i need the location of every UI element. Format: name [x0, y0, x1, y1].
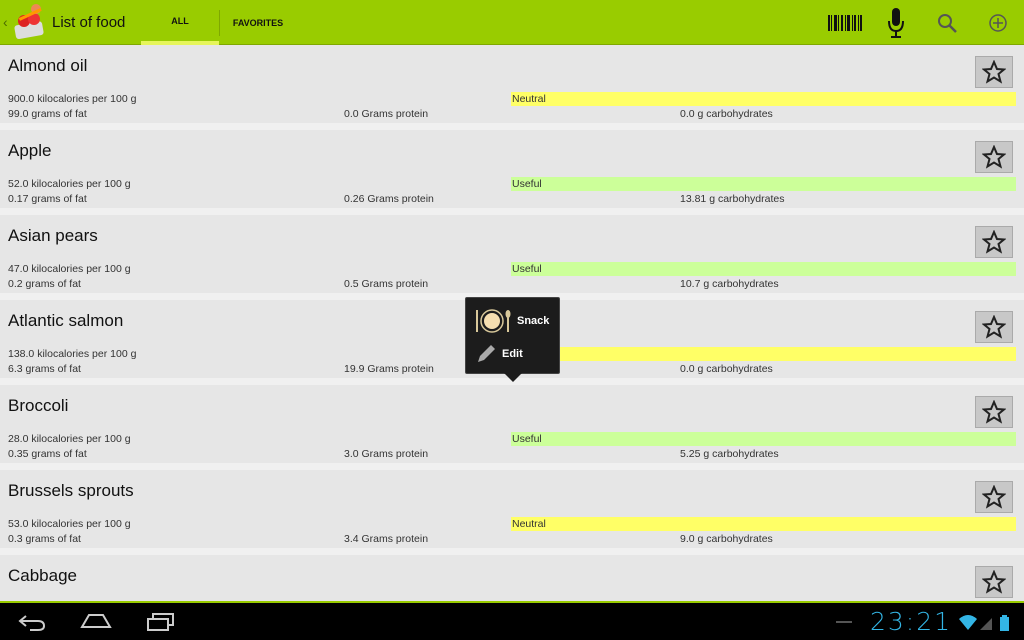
food-rating-tag: Useful [511, 432, 1016, 446]
food-protein: 0.5 Grams protein [344, 278, 429, 290]
food-protein: 0.0 Grams protein [344, 108, 429, 120]
popup-arrow [504, 373, 522, 382]
food-kcal: 138.0 kilocalories per 100 g [8, 348, 137, 360]
food-fat: 0.2 grams of fat [8, 278, 81, 290]
food-kcal: 47.0 kilocalories per 100 g [8, 263, 131, 275]
food-fat: 99.0 grams of fat [8, 108, 87, 120]
pencil-icon [478, 345, 495, 362]
back-caret-icon[interactable]: ‹ [3, 14, 8, 30]
barcode-icon[interactable] [828, 8, 862, 38]
food-name: Apple [8, 141, 52, 160]
add-icon[interactable] [981, 8, 1015, 38]
food-fat: 6.3 grams of fat [8, 363, 81, 375]
food-row[interactable]: Asian pears 47.0 kilocalories per 100 g … [0, 215, 1024, 300]
food-name: Broccoli [8, 396, 69, 415]
food-kcal: 900.0 kilocalories per 100 g [8, 93, 137, 105]
favorite-star-button[interactable] [975, 566, 1013, 598]
food-kcal: 53.0 kilocalories per 100 g [8, 518, 131, 530]
favorite-star-button[interactable] [975, 56, 1013, 88]
star-icon [982, 60, 1006, 84]
food-carbs: 10.7 g carbohydrates [680, 278, 779, 290]
popup-label: Edit [502, 348, 523, 360]
food-rating-tag: Useful [511, 262, 1016, 276]
food-kcal: 52.0 kilocalories per 100 g [8, 178, 131, 190]
favorite-star-button[interactable] [975, 141, 1013, 173]
microphone-icon[interactable] [879, 8, 913, 38]
food-protein: 19.9 Grams protein [344, 363, 434, 375]
battery-icon [1000, 617, 1009, 631]
tab-divider [219, 10, 220, 36]
context-popup: Snack Edit [465, 297, 560, 382]
food-row[interactable]: Almond oil 900.0 kilocalories per 100 g … [0, 45, 1024, 130]
food-kcal: 28.0 kilocalories per 100 g [8, 433, 131, 445]
food-fat: 0.17 grams of fat [8, 193, 87, 205]
food-carbs: 5.25 g carbohydrates [680, 448, 779, 460]
food-row[interactable]: Brussels sprouts 53.0 kilocalories per 1… [0, 470, 1024, 555]
plate-icon [476, 309, 511, 333]
food-name: Atlantic salmon [8, 311, 124, 330]
food-fat: 0.35 grams of fat [8, 448, 87, 460]
wifi-icon [959, 615, 977, 630]
search-icon[interactable] [930, 8, 964, 38]
status-icons [959, 615, 1009, 631]
food-rating-tag: Neutral [511, 517, 1016, 531]
food-carbs: 13.81 g carbohydrates [680, 193, 785, 205]
app-title: List of food [52, 14, 126, 31]
food-carbs: 0.0 g carbohydrates [680, 363, 773, 375]
food-row[interactable]: Apple 52.0 kilocalories per 100 g 0.17 g… [0, 130, 1024, 215]
star-icon [982, 230, 1006, 254]
star-icon [982, 400, 1006, 424]
system-nav-bar: 23:21 [0, 601, 1024, 640]
tab-all[interactable]: ALL [141, 0, 219, 45]
food-name: Almond oil [8, 56, 88, 75]
food-rating-tag [511, 347, 1016, 361]
back-icon[interactable] [18, 613, 46, 631]
popup-item-snack[interactable]: Snack [474, 308, 549, 334]
favorite-star-button[interactable] [975, 226, 1013, 258]
favorite-star-button[interactable] [975, 311, 1013, 343]
food-protein: 3.4 Grams protein [344, 533, 429, 545]
action-bar: ‹ List of food ALL FAVORITES [0, 0, 1024, 45]
favorite-star-button[interactable] [975, 396, 1013, 428]
food-protein: 3.0 Grams protein [344, 448, 429, 460]
app-logo-icon[interactable] [12, 3, 48, 41]
popup-label: Snack [517, 315, 550, 327]
food-row[interactable]: Broccoli 28.0 kilocalories per 100 g 0.3… [0, 385, 1024, 470]
food-rating-tag: Neutral [511, 92, 1016, 106]
star-icon [982, 485, 1006, 509]
food-rating-tag: Useful [511, 177, 1016, 191]
signal-icon [980, 618, 992, 630]
food-protein: 0.26 Grams protein [344, 193, 434, 205]
food-carbs: 0.0 g carbohydrates [680, 108, 773, 120]
star-icon [982, 145, 1006, 169]
recent-apps-icon[interactable] [146, 612, 176, 632]
food-name: Asian pears [8, 226, 98, 245]
food-carbs: 9.0 g carbohydrates [680, 533, 773, 545]
food-name: Brussels sprouts [8, 481, 134, 500]
popup-item-edit[interactable]: Edit [476, 344, 523, 364]
star-icon [982, 315, 1006, 339]
clock: 23:21 [870, 607, 953, 636]
tab-favorites[interactable]: FAVORITES [232, 17, 284, 28]
food-fat: 0.3 grams of fat [8, 533, 81, 545]
food-name: Cabbage [8, 566, 78, 585]
food-row[interactable]: Cabbage [0, 555, 1024, 601]
notification-dash [836, 621, 852, 623]
favorite-star-button[interactable] [975, 481, 1013, 513]
home-icon[interactable] [80, 613, 112, 629]
star-icon [982, 570, 1006, 594]
